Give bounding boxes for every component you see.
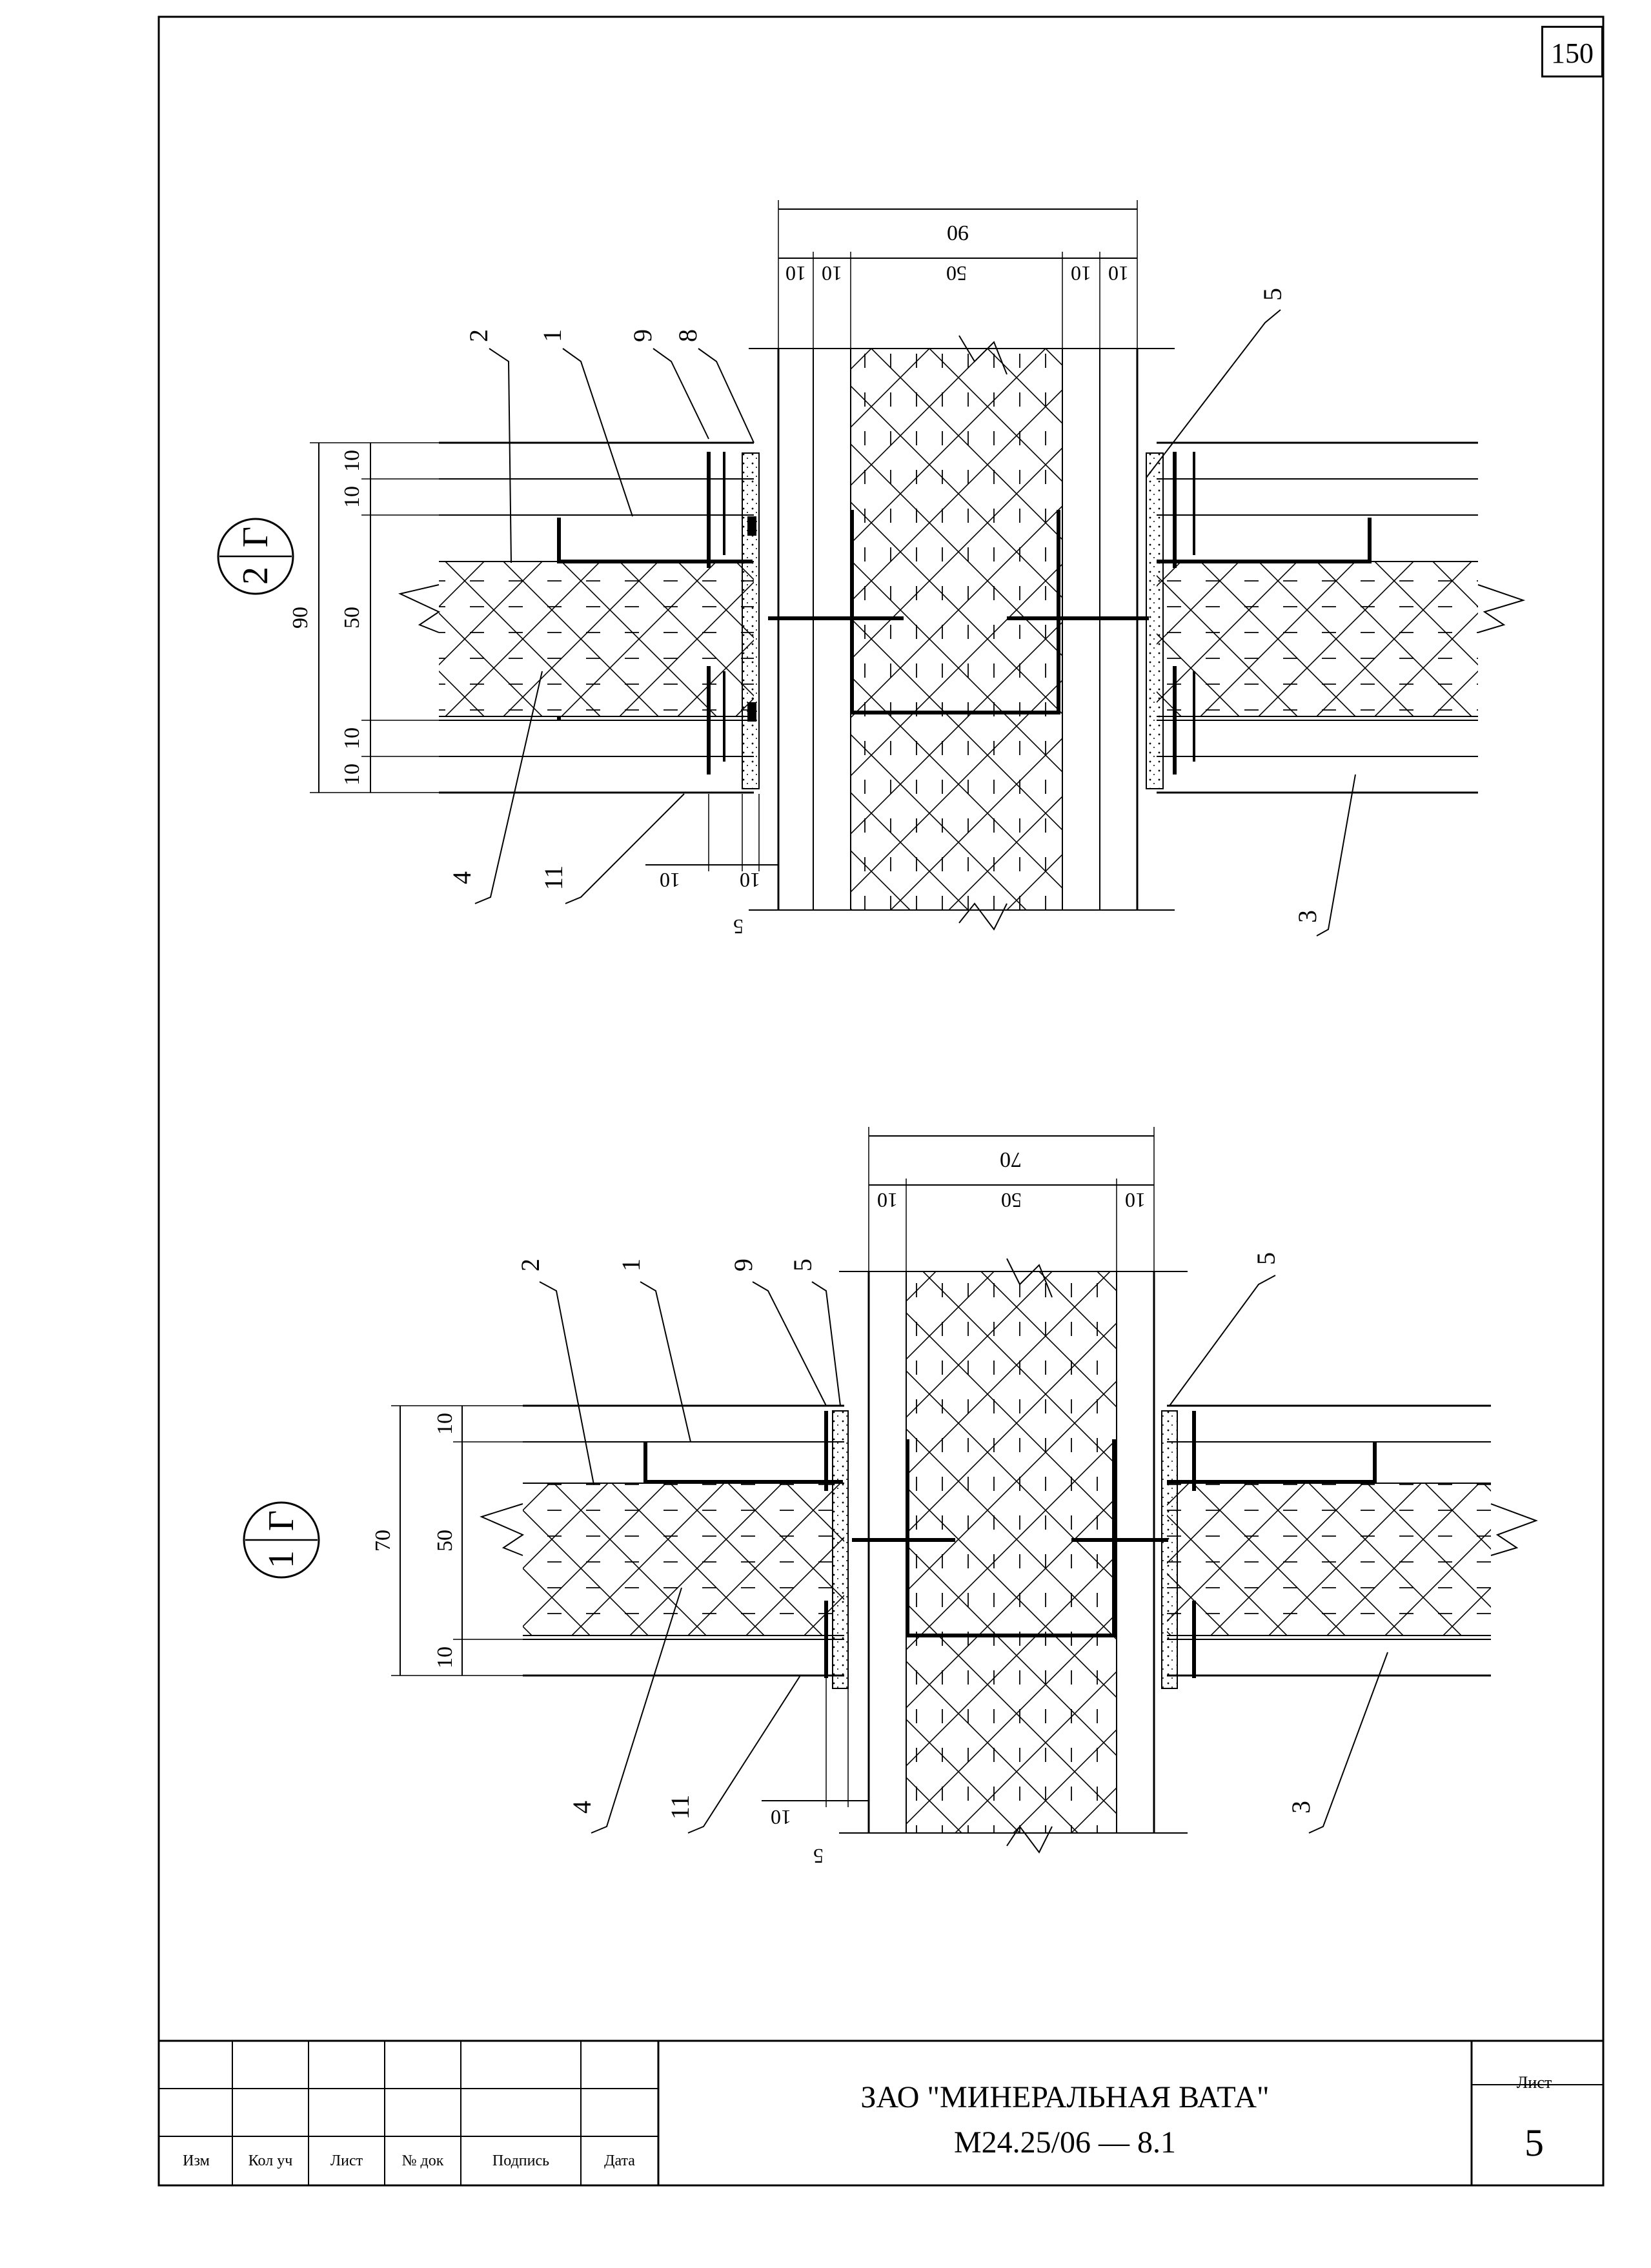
left-wall-panel-G2 [398, 441, 760, 794]
column-dimension-lines-G1 [868, 1127, 1155, 1271]
callout-5b-G1: 5 [1251, 1252, 1281, 1265]
dim-col-total-G2: 90 [947, 221, 969, 245]
dim-bottom3-G2: 5 [733, 915, 744, 938]
sheet-frame [157, 15, 1605, 2187]
callout-9-G1: 9 [729, 1259, 758, 1271]
detail-G2 [217, 200, 1526, 937]
callout-2-G2: 2 [464, 329, 493, 342]
dim-col-part2-G2: 10 [822, 262, 842, 285]
left-wall-panel-G1 [480, 1404, 849, 1689]
bottom-dimension-lines-G1 [762, 1678, 869, 1807]
dim-wall-part1-G2: 10 [340, 450, 364, 472]
callout-11-G2: 11 [539, 865, 568, 891]
callout-2-G1: 2 [516, 1259, 545, 1271]
dim-wall-part4-G2: 10 [340, 727, 364, 749]
organization-name: ЗАО "МИНЕРАЛЬНАЯ ВАТА" [860, 2080, 1270, 2114]
dim-wall-part1-G1: 10 [433, 1413, 457, 1435]
callout-9-G2: 9 [628, 329, 657, 342]
section-marker-G1 [243, 1501, 320, 1579]
dim-col-part4-G2: 10 [1071, 262, 1091, 285]
tb-col-doc-no: № док [401, 2152, 444, 2169]
document-code: М24.25/06 — 8.1 [953, 2125, 1176, 2160]
detail-G1 [243, 1127, 1538, 1854]
right-wall-panel-G2 [1146, 441, 1526, 794]
dim-wall-part2-G2: 10 [340, 486, 364, 508]
marker-number-G1: 1 [261, 1550, 301, 1568]
dim-col-part5-G2: 10 [1108, 262, 1129, 285]
dim-wall-part3-G1: 10 [433, 1646, 457, 1668]
column-dimension-lines-G2 [778, 200, 1138, 349]
callout-leaders-G2 [474, 309, 1356, 937]
sheet-number: 5 [1524, 2121, 1544, 2164]
wall-dimension-lines-G2 [310, 442, 439, 793]
callout-3-G2: 3 [1293, 910, 1322, 923]
callout-8-G2: 8 [673, 329, 702, 342]
bottom-dimension-lines-G2 [645, 794, 778, 871]
callout-4-G1: 4 [567, 1801, 596, 1814]
marker-letter-G2: Г [236, 526, 276, 548]
callout-1-G1: 1 [616, 1259, 645, 1271]
dim-bottom1-G2: 10 [660, 869, 680, 892]
callout-leaders-G1 [539, 1275, 1388, 1834]
dim-wall-total-G2: 90 [289, 607, 312, 629]
dim-col-part1-G1: 10 [877, 1189, 898, 1212]
tb-col-kol-uch: Кол уч [248, 2152, 293, 2169]
dim-col-part1-G2: 10 [785, 262, 806, 285]
dim-wall-part2-G1: 50 [433, 1530, 457, 1552]
title-block [157, 2040, 1605, 2187]
sheet-label: Лист [1516, 2073, 1552, 2092]
tb-col-izm: Изм [183, 2152, 210, 2169]
dim-col-part3-G2: 50 [946, 262, 967, 285]
marker-number-G2: 2 [236, 567, 276, 585]
dim-col-total-G1: 70 [1000, 1148, 1022, 1171]
dim-col-part2-G1: 50 [1001, 1189, 1022, 1212]
central-column-G2 [749, 335, 1175, 931]
tb-col-list: Лист [330, 2152, 363, 2169]
dim-wall-part5-G2: 10 [340, 764, 364, 785]
tb-col-signature: Подпись [492, 2152, 550, 2169]
wall-dimension-lines-G1 [391, 1405, 523, 1676]
right-wall-panel-G1 [1161, 1404, 1538, 1689]
callout-5-G2: 5 [1258, 288, 1287, 301]
dim-wall-part3-G2: 50 [340, 607, 364, 629]
dim-col-part3-G1: 10 [1125, 1189, 1146, 1212]
callout-1-G2: 1 [538, 329, 567, 342]
callout-11-G1: 11 [665, 1794, 694, 1820]
marker-letter-G1: Г [261, 1510, 301, 1532]
dim-bottom2-G1: 5 [813, 1845, 824, 1868]
callout-5a-G1: 5 [788, 1259, 817, 1271]
callout-4-G2: 4 [447, 871, 476, 884]
page-number: 150 [1541, 26, 1603, 77]
tb-col-date: Дата [604, 2152, 635, 2169]
dim-bottom1-G1: 10 [771, 1806, 791, 1829]
section-marker-G2 [217, 518, 294, 595]
dim-wall-total-G1: 70 [371, 1530, 395, 1552]
callout-3-G1: 3 [1286, 1801, 1315, 1814]
dim-bottom2-G2: 10 [740, 869, 760, 892]
central-column-G1 [839, 1258, 1188, 1854]
